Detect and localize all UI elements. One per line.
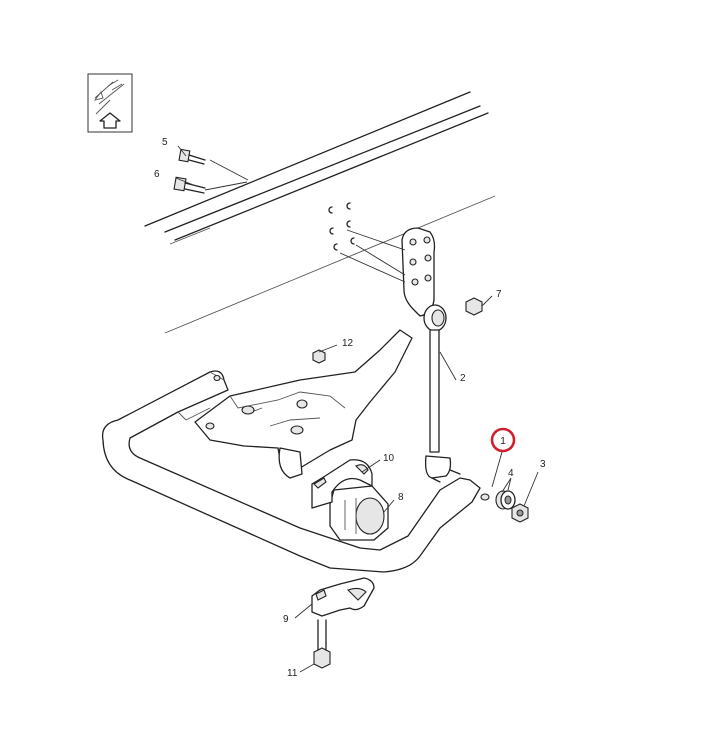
mounting-holes (328, 202, 355, 251)
callout-1: 1 (500, 436, 506, 447)
callout-8: 8 (398, 492, 404, 503)
bolt-5 (178, 148, 206, 165)
callout-11: 11 (287, 668, 298, 679)
leader-lines (175, 145, 539, 673)
orientation-arrow-icon (87, 73, 133, 133)
bushing-8 (329, 485, 389, 541)
drop-link-2 (423, 304, 461, 483)
nut-3 (511, 503, 529, 523)
callout-labels: 5 6 7 12 2 10 8 4 3 9 11 (154, 137, 546, 679)
bolt-6 (173, 176, 206, 194)
nut-7 (465, 297, 483, 316)
frame-rails (144, 91, 496, 334)
clamp-10 (311, 459, 373, 509)
anti-roll-bar (101, 370, 490, 573)
clamp-9 (311, 577, 375, 617)
bushing-4 (495, 490, 516, 510)
callout-5: 5 (162, 137, 168, 148)
callout-4: 4 (508, 468, 514, 479)
bolt-11 (313, 619, 331, 669)
callout-3: 3 (540, 459, 546, 470)
callout-6: 6 (154, 169, 160, 180)
callout-12: 12 (342, 338, 354, 349)
link-bracket (401, 227, 436, 317)
highlighted-callout-1[interactable]: 1 (490, 427, 516, 453)
callout-10: 10 (383, 453, 395, 464)
callout-9: 9 (283, 614, 289, 625)
callout-7: 7 (496, 289, 502, 300)
callout-2: 2 (460, 373, 466, 384)
subframe-mount (194, 329, 413, 479)
